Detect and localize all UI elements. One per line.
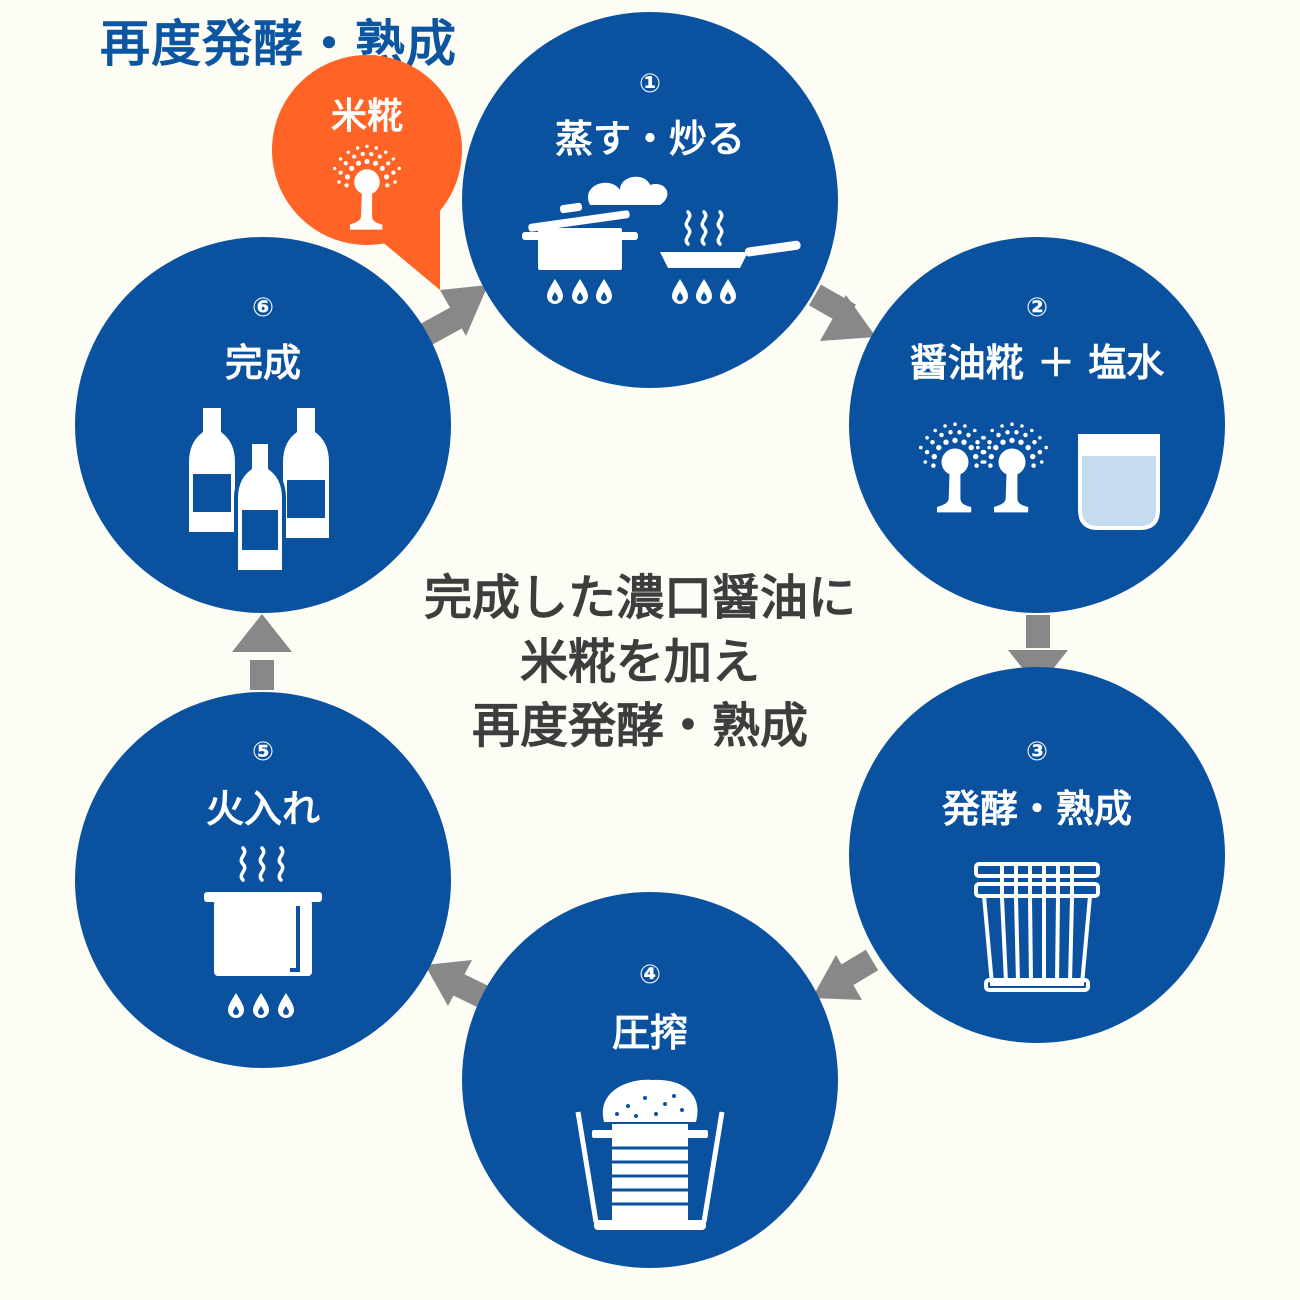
flame-icons bbox=[228, 993, 294, 1018]
step-3-label: 発酵・熟成 bbox=[942, 787, 1132, 831]
step-1-label: 蒸す・炒る bbox=[555, 117, 745, 161]
center-line-2: 米糀を加え bbox=[519, 634, 760, 690]
step-2: ② 醤油糀 ＋ 塩水 bbox=[849, 237, 1225, 613]
bottle-icon bbox=[189, 408, 235, 532]
step-5-label: 火入れ bbox=[206, 787, 320, 831]
press-icon bbox=[575, 1079, 725, 1230]
step-4: ④ 圧搾 bbox=[462, 892, 838, 1268]
bubble-label: 米糀 bbox=[331, 96, 403, 137]
arrow-1-to-2 bbox=[809, 284, 876, 341]
step-5: ⑤ 火入れ bbox=[75, 692, 451, 1068]
bottle-icon bbox=[234, 440, 286, 574]
salt-water-icon bbox=[1078, 434, 1160, 530]
step-2-number: ② bbox=[1026, 293, 1048, 323]
center-line-3: 再度発酵・熟成 bbox=[471, 698, 808, 754]
koji-bubble: 米糀 bbox=[272, 55, 462, 290]
center-line-1: 完成した濃口醤油に bbox=[423, 570, 856, 626]
bottle-icon bbox=[283, 408, 329, 538]
arrow-5-to-6 bbox=[232, 614, 292, 690]
pot-icon bbox=[204, 846, 322, 976]
arrow-3-to-4 bbox=[812, 949, 879, 1000]
center-description: 完成した濃口醤油に 米糀を加え 再度発酵・熟成 bbox=[380, 566, 900, 758]
step-6: ⑥ 完成 bbox=[75, 237, 451, 613]
arrow-6-to-1 bbox=[419, 285, 488, 346]
step-6-label: 完成 bbox=[225, 341, 301, 385]
step-1-number: ① bbox=[639, 69, 661, 99]
step-5-number: ⑤ bbox=[252, 737, 274, 767]
wooden-barrel-icon bbox=[974, 862, 1100, 992]
frying-pan-icon bbox=[660, 210, 801, 268]
step-6-number: ⑥ bbox=[252, 293, 274, 323]
step-4-label: 圧搾 bbox=[612, 1011, 688, 1055]
arrow-4-to-5 bbox=[425, 960, 496, 1011]
step-2-label: 醤油糀 ＋ 塩水 bbox=[910, 341, 1165, 385]
step-1: ① 蒸す・炒る bbox=[462, 12, 838, 388]
step-3: ③ 発酵・熟成 bbox=[849, 667, 1225, 1043]
step-3-number: ③ bbox=[1026, 737, 1048, 767]
step-4-number: ④ bbox=[639, 960, 661, 990]
pot-with-lid-icon bbox=[522, 176, 668, 270]
